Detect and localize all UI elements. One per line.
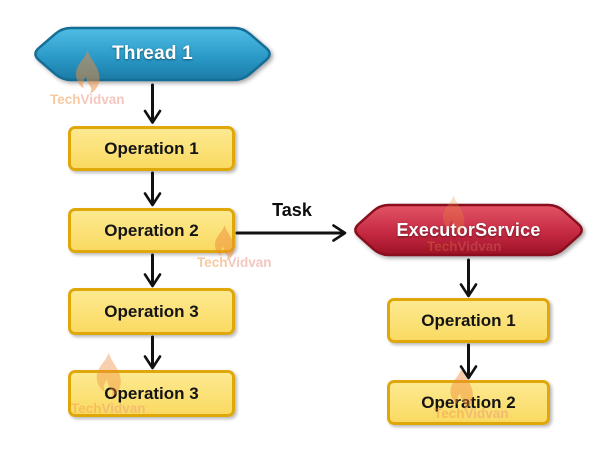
executorservice-node-label: ExecutorService (396, 219, 541, 240)
left-operation-1-box: Operation 1 (68, 126, 235, 171)
watermark-brand-first: Tech (197, 255, 228, 270)
left-operation-2-box: Operation 2 (68, 208, 235, 253)
left-operation-3-box: Operation 3 (68, 288, 235, 335)
right-operation-2-box: Operation 2 (387, 380, 550, 425)
thread1-node-label: Thread 1 (112, 43, 193, 64)
watermark-top-left: TechVidvan (50, 50, 125, 107)
watermark-brand-first: Tech (50, 92, 81, 107)
executorservice-node-shape (354, 203, 583, 257)
watermark-brand-text: TechVidvan (50, 92, 125, 107)
watermark-brand-second: Vidvan (227, 255, 272, 270)
arrow-rop1-to-rop2 (459, 343, 478, 380)
arrow-task-to-executorservice (235, 224, 347, 242)
right-operation-1-box: Operation 1 (387, 298, 550, 343)
arrow-executorservice-to-rop1 (459, 258, 478, 298)
task-arrow-label: Task (272, 200, 312, 220)
arrow-op3-to-op4 (143, 335, 162, 370)
left-operation-4-box: Operation 3 (68, 370, 235, 417)
arrow-op2-to-op3 (143, 253, 162, 288)
watermark-brand-second: Vidvan (80, 92, 125, 107)
arrow-op1-to-op2 (143, 171, 162, 207)
watermark-brand-text: TechVidvan (197, 255, 272, 270)
arrow-thread1-to-op1 (143, 83, 162, 124)
watermark-mid-left: TechVidvan (197, 225, 272, 270)
executorservice-hexagon (354, 203, 583, 257)
